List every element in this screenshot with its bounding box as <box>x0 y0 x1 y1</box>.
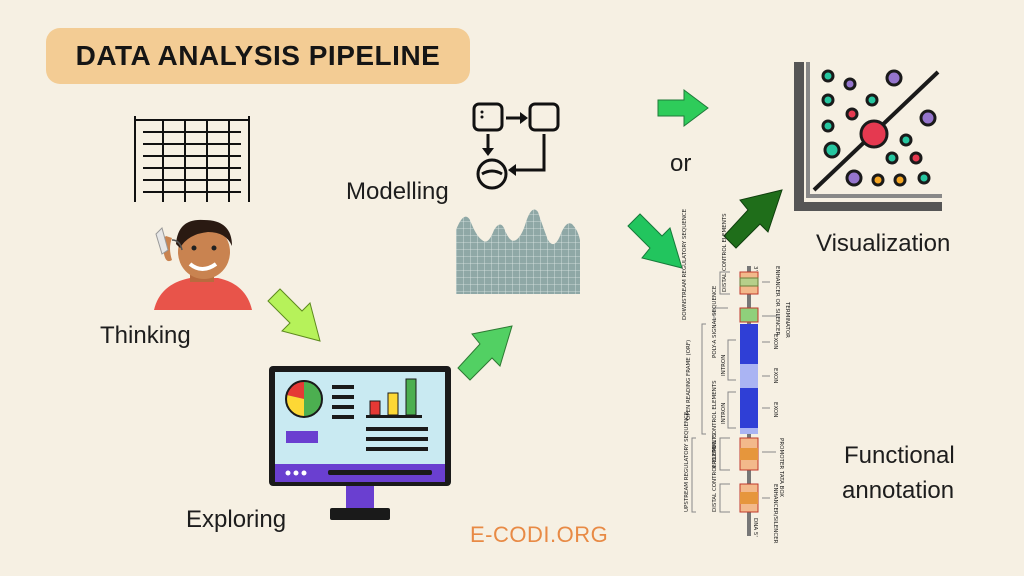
area-chart-icon <box>456 209 580 294</box>
arrow-exploring-to-modelling <box>457 325 513 381</box>
gene-label-exon-2: EXON <box>772 368 778 383</box>
stage-label-or: or <box>670 150 692 177</box>
site-link[interactable]: E-CODI.ORG <box>470 522 609 547</box>
gene-label-intron-2: INTRON <box>721 403 727 424</box>
gene-label-promoter: PROMOTER TATA BOX <box>778 438 784 497</box>
table-icon <box>134 116 250 202</box>
gene-label-3prime: 3' <box>752 266 758 271</box>
stage-label-thinking: Thinking <box>100 322 191 349</box>
gene-label-exon-1: EXON <box>772 334 778 349</box>
stage-label-modelling: Modelling <box>346 178 449 205</box>
gene-label-enhancer-bottom: ENHANCER/SILENCER <box>772 484 778 544</box>
page-title: DATA ANALYSIS PIPELINE <box>75 40 441 71</box>
gene-label-upstream: UPSTREAM REGULATORY SEQUENCE <box>684 411 690 512</box>
flowchart-icon <box>472 102 560 190</box>
arrow-thinking-to-exploring <box>267 288 321 342</box>
arrow-modelling-to-functional <box>627 213 683 269</box>
scatter-plot-icon <box>794 62 942 211</box>
gene-label-orf: OPEN READING FRAME (ORF) <box>686 340 692 420</box>
gene-label-exon-3: EXON <box>772 402 778 417</box>
gene-label-intron-1: INTRON <box>721 355 727 376</box>
stage-label-functional: Functional <box>844 442 955 469</box>
gene-label-downstream: DOWNSTREAM REGULATORY SEQUENCE <box>682 208 688 320</box>
page-title-box: DATA ANALYSIS PIPELINE <box>46 28 470 84</box>
dashboard-monitor-icon <box>269 366 451 520</box>
arrow-functional-to-visualization <box>723 189 783 249</box>
arrow-to-visualization-top <box>657 89 709 127</box>
gene-label-distal-bottom: DISTAL CONTROL ELEMENTS <box>712 433 718 512</box>
gene-label-polya: POLY-A SIGNAL SEQUENCE <box>712 285 718 358</box>
gene-label-terminator: TERMINATOR <box>784 301 790 338</box>
gene-label-distal-top: DISTAL CONTROL ELEMENTS <box>722 213 728 292</box>
stage-label-annotation: annotation <box>842 477 955 504</box>
thinking-person-icon <box>154 219 252 310</box>
gene-structure-icon: DOWNSTREAM REGULATORY SEQUENCE OPEN READ… <box>682 208 790 544</box>
gene-label-dna5prime: DNA 5' <box>752 518 758 537</box>
gene-label-enhancer-top: ENHANCER OR SILENCER <box>774 266 780 335</box>
stage-label-visualization: Visualization <box>816 230 951 257</box>
gene-label-proximal: PROXIMAL CONTROL ELEMENTS <box>712 380 718 468</box>
stage-label-exploring: Exploring <box>186 506 287 533</box>
